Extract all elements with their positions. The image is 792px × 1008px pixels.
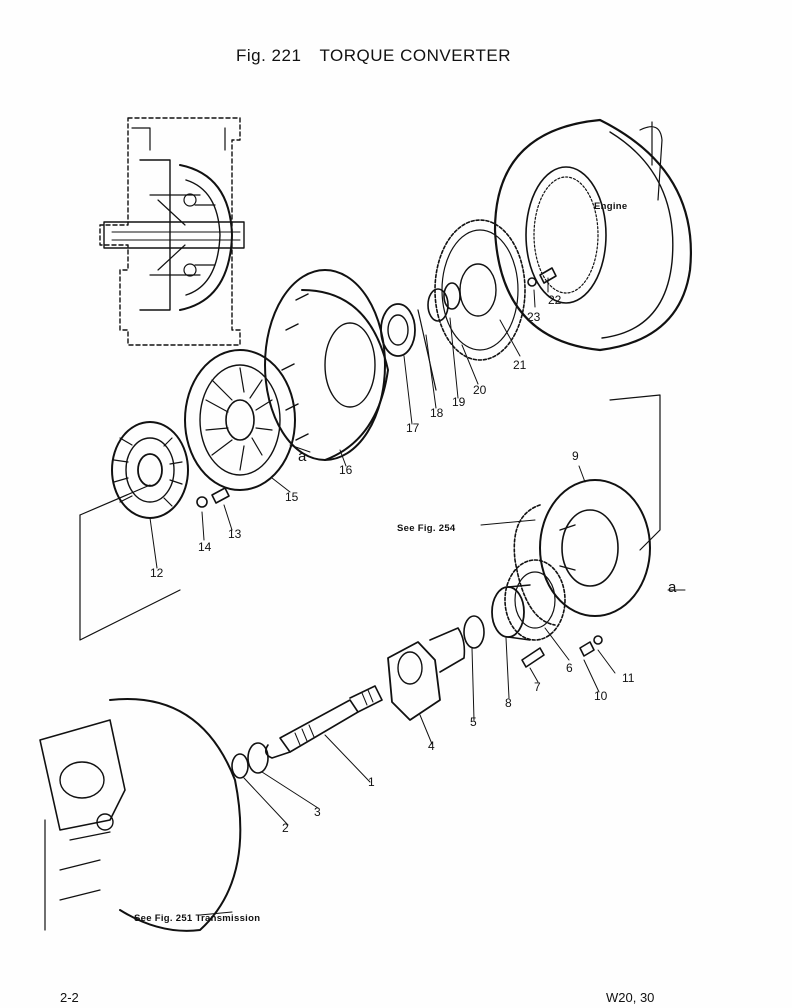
snap-rings-18-19-20 (417, 282, 461, 391)
model-code: W20, 30 (606, 990, 655, 1005)
see-fig-251-note: See Fig. 251 Transmission (134, 913, 261, 924)
callout-18: 18 (430, 406, 444, 420)
callout-5: 5 (470, 715, 477, 729)
front-cover-16 (264, 269, 389, 461)
callout-12: 12 (150, 566, 164, 580)
leader-lines (149, 277, 686, 916)
callout-22: 22 (548, 293, 562, 307)
callout-11: 11 (622, 671, 635, 685)
callout-6: 6 (566, 661, 573, 675)
stator-12 (111, 421, 189, 519)
callout-7: 7 (534, 680, 541, 694)
callout-3: 3 (314, 805, 321, 819)
transmission-housing (39, 698, 242, 932)
callout-15: 15 (285, 490, 299, 504)
callout-13: 13 (228, 527, 242, 541)
callout-16: 16 (339, 463, 353, 477)
stator-support-4 (387, 627, 466, 721)
engine-flywheel (493, 118, 692, 352)
bolts-7-10-11 (521, 635, 603, 668)
callout-21: 21 (513, 358, 527, 372)
sectional-view-inset (99, 117, 245, 346)
pump-impeller-9 (513, 394, 661, 626)
drive-gear-6 (504, 559, 566, 641)
callout-10: 10 (594, 689, 608, 703)
shaft-1 (264, 685, 383, 759)
callout-4: 4 (428, 739, 435, 753)
bearing-ring-8 (491, 584, 531, 641)
group-bracket-left (79, 514, 181, 641)
callout-14: 14 (198, 540, 212, 554)
figure-heading: TORQUE CONVERTER (319, 46, 512, 65)
bearing-17 (380, 303, 416, 357)
ring-gear-21 (434, 219, 526, 361)
figure-title: Fig. 221 TORQUE CONVERTER (236, 46, 511, 66)
turbine-15 (184, 349, 296, 491)
figure-number: Fig. 221 (236, 46, 302, 65)
callout-9: 9 (572, 449, 579, 463)
callout-2: 2 (282, 821, 289, 835)
engine-label: Engine (594, 201, 628, 212)
snap-ring-3 (247, 742, 269, 774)
callout-23: 23 (527, 310, 541, 324)
callout-20: 20 (473, 383, 487, 397)
see-fig-254-note: See Fig. 254 (397, 523, 456, 534)
bolt-washer-22-23 (527, 267, 557, 287)
callout-8: 8 (505, 696, 512, 710)
callout-17: 17 (406, 421, 420, 435)
callout-a-right: a (668, 579, 677, 596)
ring-5 (463, 615, 485, 649)
callout-19: 19 (452, 395, 466, 409)
snap-ring-2 (231, 753, 249, 779)
bolt-washer-13-14 (196, 487, 230, 508)
page-number: 2-2 (60, 990, 79, 1005)
callout-a-left: a (298, 448, 307, 465)
callout-1: 1 (368, 775, 375, 789)
